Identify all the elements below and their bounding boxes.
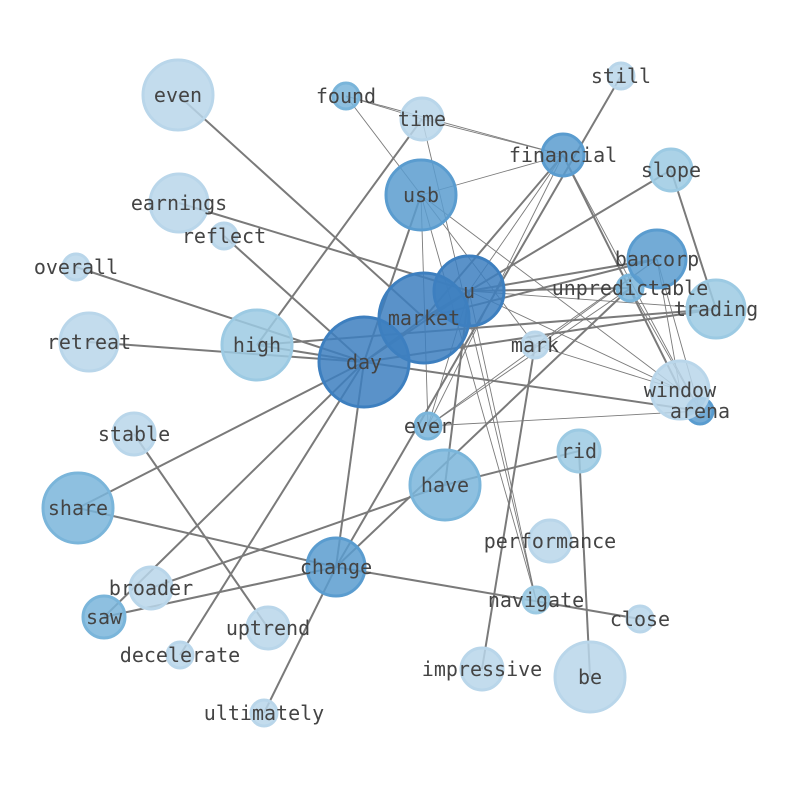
- node-impressive: [459, 646, 505, 692]
- node-label-performance: performance: [484, 529, 616, 553]
- node-label-saw: saw: [86, 605, 123, 629]
- edge-have-broader: [150, 484, 446, 589]
- node-label-impressive: impressive: [422, 657, 542, 681]
- node-navigate: [521, 585, 551, 615]
- node-label-broader: broader: [109, 576, 193, 600]
- node-label-share: share: [48, 496, 108, 520]
- edge-found-financial: [345, 95, 564, 156]
- node-mark: [520, 330, 550, 360]
- edge-change-close: [335, 566, 641, 620]
- node-label-window: window: [644, 378, 717, 402]
- node-decelerate: [165, 640, 195, 670]
- node-label-high: high: [233, 333, 281, 357]
- node-layer: [41, 58, 747, 728]
- edge-u-window: [468, 290, 681, 391]
- node-label-financial: financial: [509, 143, 617, 167]
- node-even: [141, 58, 215, 132]
- node-market: [377, 271, 471, 365]
- node-label-retreat: retreat: [47, 330, 131, 354]
- node-label-ultimately: ultimately: [204, 701, 324, 725]
- edge-day-decelerate: [179, 361, 365, 656]
- node-label-bancorp: bancorp: [615, 247, 699, 271]
- node-have: [408, 448, 482, 522]
- node-usb: [384, 158, 458, 232]
- node-change: [305, 536, 367, 598]
- edge-market-even: [177, 94, 425, 319]
- node-label-overall: overall: [34, 255, 118, 279]
- node-overall: [61, 252, 91, 282]
- node-label-ever: ever: [404, 414, 452, 438]
- edge-ever-arena: [427, 410, 701, 427]
- edge-day-share: [77, 361, 365, 509]
- edge-change-unpredictable: [335, 287, 631, 568]
- node-rid: [556, 428, 602, 474]
- node-financial: [540, 132, 586, 178]
- node-ultimately: [249, 698, 279, 728]
- node-broader: [128, 565, 174, 611]
- edge-usb-window: [420, 194, 681, 391]
- node-label-close: close: [610, 607, 670, 631]
- node-label-earnings: earnings: [131, 191, 227, 215]
- node-label-navigate: navigate: [488, 588, 584, 612]
- node-bancorp: [626, 228, 688, 290]
- node-close: [625, 604, 655, 634]
- node-label-time: time: [398, 107, 446, 131]
- node-still: [606, 61, 636, 91]
- node-time: [399, 96, 445, 142]
- node-performance: [527, 518, 573, 564]
- node-high: [220, 308, 294, 382]
- edge-day-arena: [363, 361, 701, 412]
- node-label-still: still: [591, 64, 651, 88]
- node-label-found: found: [316, 84, 376, 108]
- node-label-slope: slope: [641, 158, 701, 182]
- node-label-uptrend: uptrend: [226, 616, 310, 640]
- node-label-change: change: [300, 555, 372, 579]
- node-label-mark: mark: [511, 333, 559, 357]
- node-uptrend: [245, 605, 291, 651]
- edge-time-financial: [421, 118, 564, 156]
- node-label-unpredictable: unpredictable: [552, 276, 709, 300]
- edge-financial-window: [562, 154, 681, 391]
- node-label-arena: arena: [670, 399, 730, 423]
- node-retreat: [58, 311, 120, 373]
- edge-mark-impressive: [481, 344, 536, 670]
- node-reflect: [209, 221, 239, 251]
- node-label-day: day: [346, 350, 382, 374]
- node-label-reflect: reflect: [182, 224, 266, 248]
- node-share: [41, 471, 115, 545]
- edge-high-time: [256, 118, 423, 346]
- node-label-stable: stable: [98, 422, 170, 446]
- node-label-have: have: [421, 473, 469, 497]
- node-label-usb: usb: [403, 183, 439, 207]
- node-label-be: be: [578, 665, 602, 689]
- node-trading: [685, 278, 747, 340]
- node-ever: [413, 411, 443, 441]
- node-label-market: market: [388, 306, 460, 330]
- node-saw: [81, 594, 127, 640]
- node-slope: [648, 147, 694, 193]
- node-label-decelerate: decelerate: [120, 643, 240, 667]
- node-found: [331, 81, 361, 111]
- node-window: [649, 359, 711, 421]
- edge-u-navigate: [468, 290, 537, 601]
- edge-usb-navigate: [420, 194, 537, 601]
- node-label-u: u: [463, 279, 475, 303]
- edge-change-share: [77, 507, 337, 568]
- edge-rid-be: [578, 450, 591, 678]
- node-label-even: even: [154, 83, 202, 107]
- node-label-trading: trading: [674, 297, 758, 321]
- node-be: [553, 640, 627, 714]
- edge-stable-uptrend: [133, 433, 269, 629]
- edge-u-trading: [468, 290, 717, 310]
- node-earnings: [148, 172, 210, 234]
- node-label-rid: rid: [561, 439, 597, 463]
- edge-day-overall: [75, 266, 365, 363]
- node-stable: [111, 411, 157, 457]
